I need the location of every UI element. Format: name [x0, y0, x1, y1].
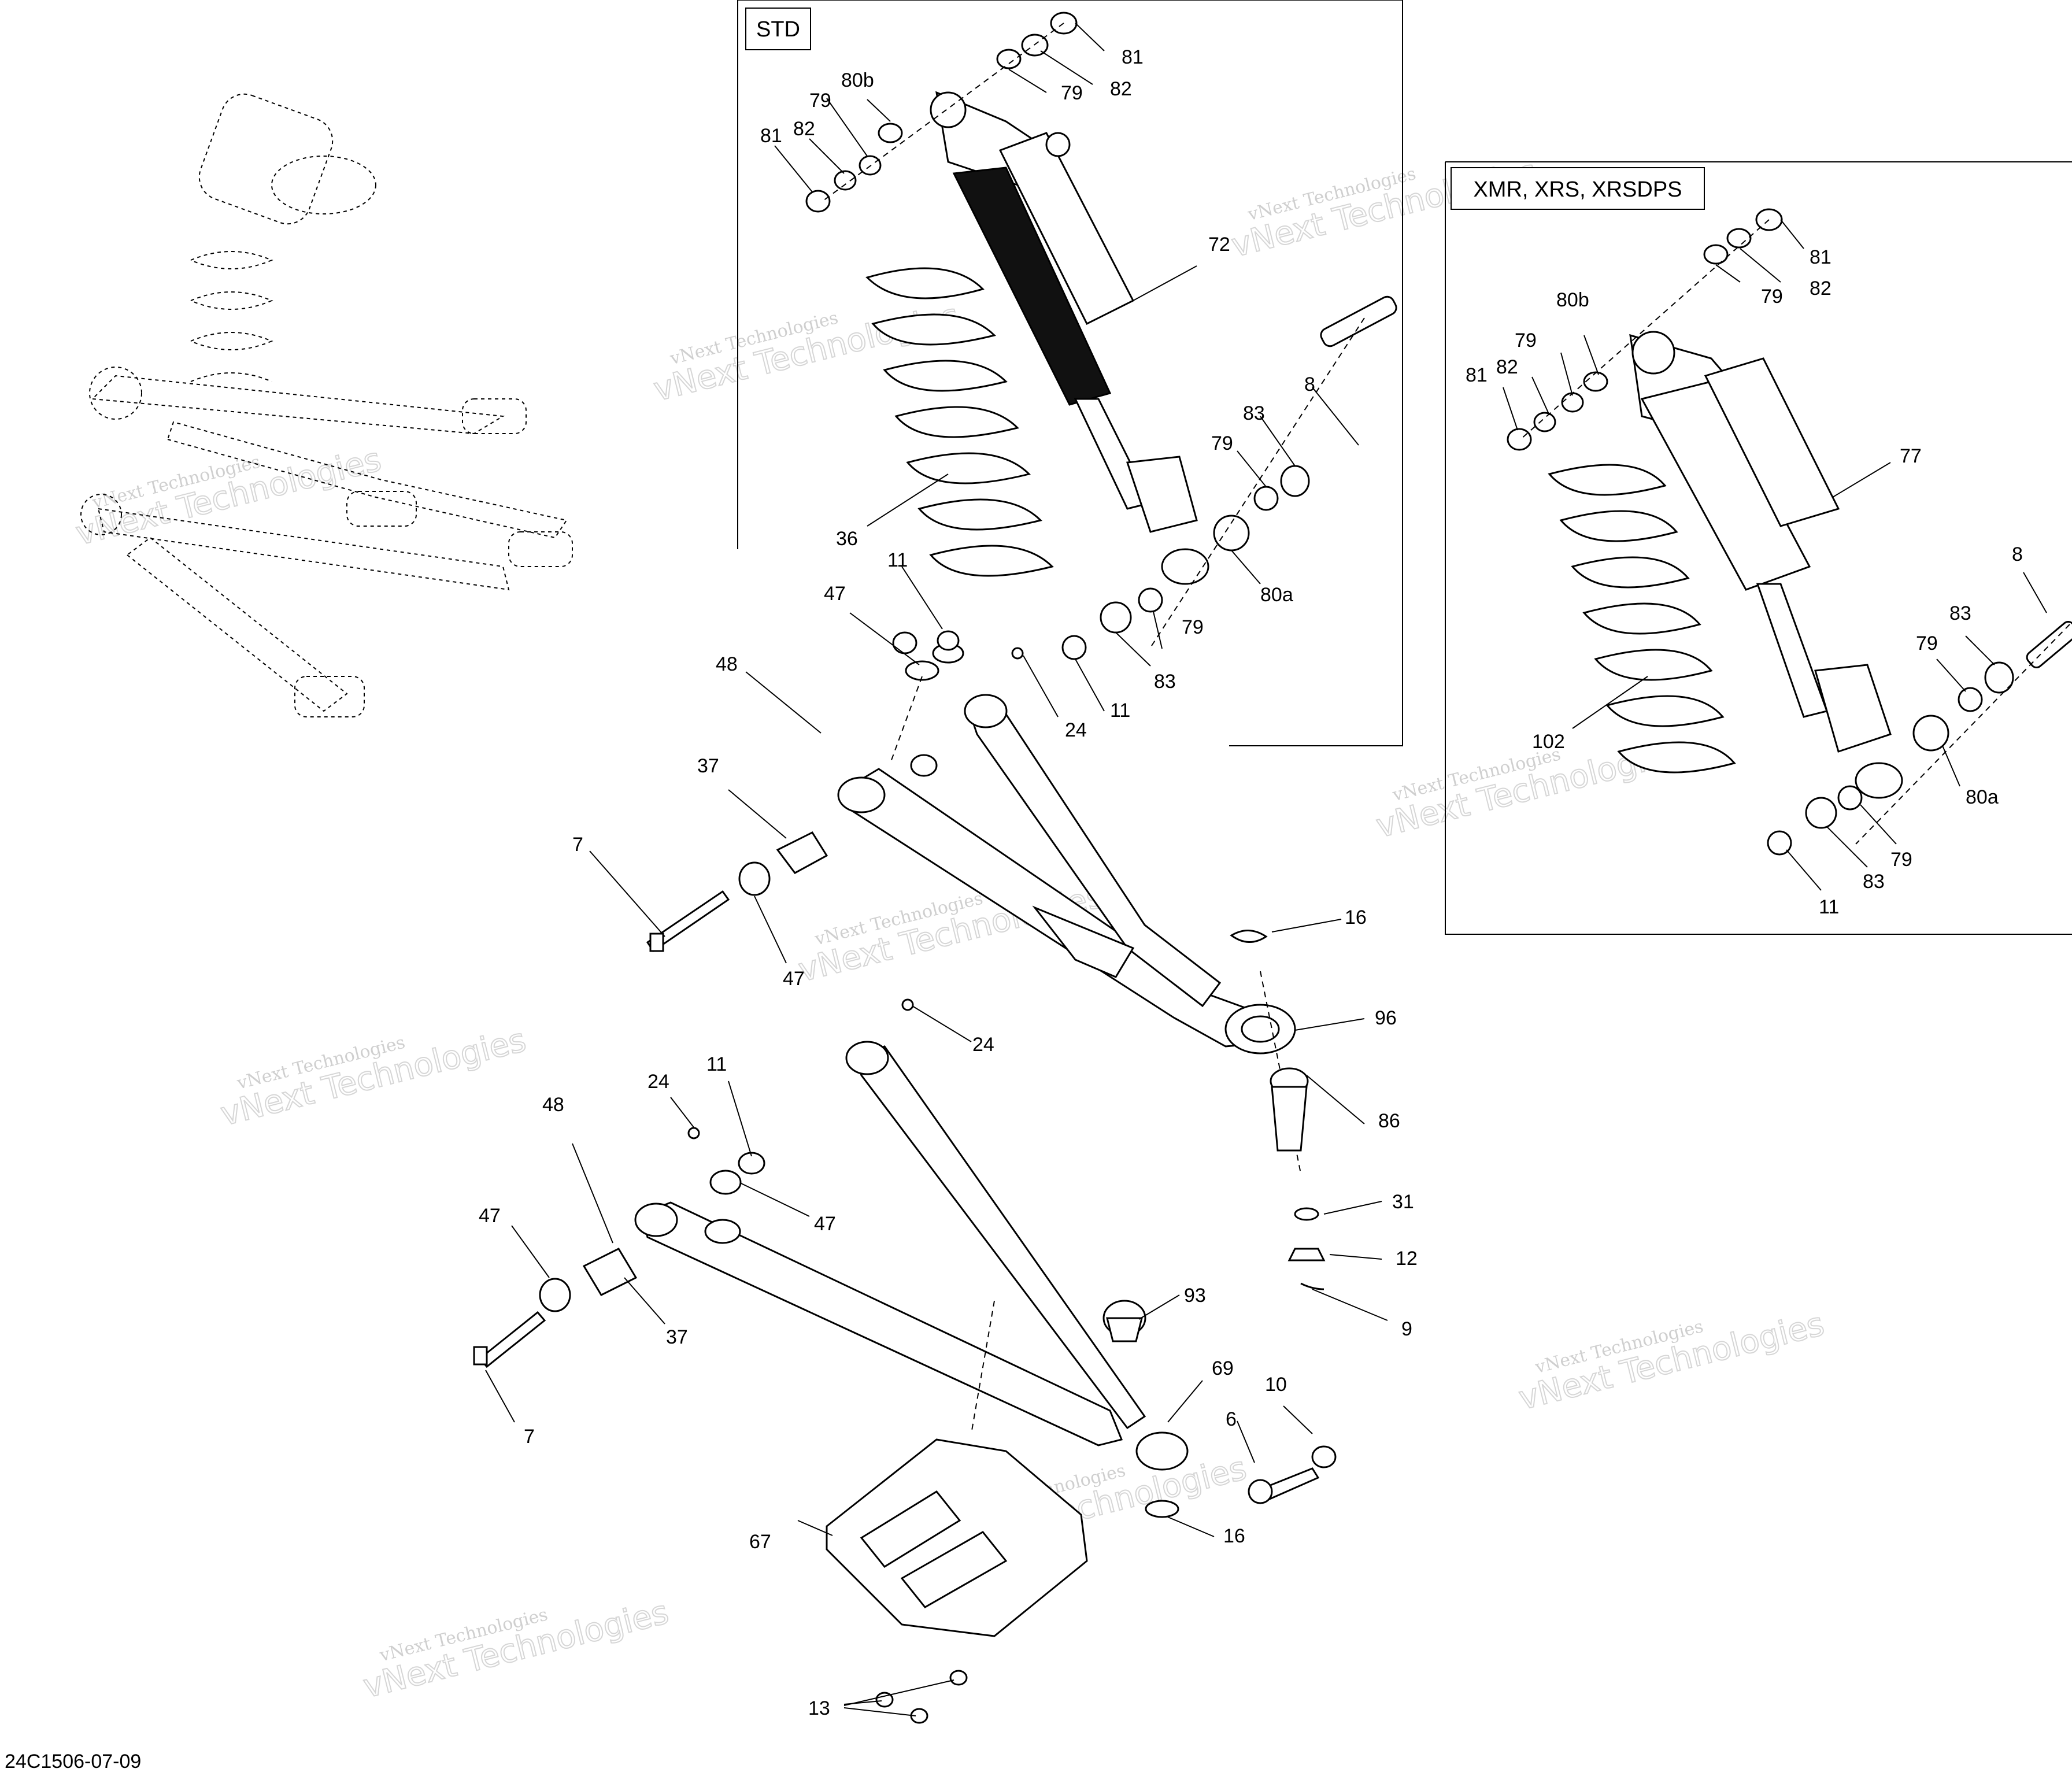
upper-a-arm	[646, 630, 1301, 1174]
callout-16: 16	[1223, 1525, 1245, 1547]
callout-82: 82	[793, 118, 815, 140]
ball-joint-stack	[1270, 1067, 1326, 1290]
callout-81: 81	[1810, 246, 1832, 268]
callout-82: 82	[1110, 78, 1132, 100]
callout-11: 11	[887, 549, 908, 571]
callout-77: 77	[1900, 445, 1922, 467]
callout-82: 82	[1496, 356, 1518, 378]
callout-79: 79	[1515, 330, 1537, 352]
callout-47: 47	[783, 968, 805, 990]
std-callouts: 81 82 79 80b 79 82 81 72 8 83 79 36 80a …	[760, 46, 1315, 722]
callout-79: 79	[809, 90, 831, 112]
callout-79: 79	[1890, 849, 1912, 871]
callout-47: 47	[824, 583, 846, 605]
callout-81: 81	[1466, 364, 1488, 386]
callout-82: 82	[1810, 278, 1832, 299]
callout-102: 102	[1532, 731, 1565, 753]
std-label: STD	[756, 17, 800, 42]
xmr-frame: XMR, XRS, XRSDPS	[1445, 161, 2072, 935]
callout-83: 83	[1243, 402, 1265, 424]
callout-79: 79	[1061, 82, 1083, 104]
callout-24: 24	[648, 1071, 669, 1093]
std-label-box	[745, 8, 811, 50]
lower-a-arm	[473, 998, 1337, 1518]
leader-lines	[485, 23, 2047, 1716]
skid-plate	[826, 1438, 1088, 1724]
callout-16: 16	[1345, 906, 1367, 928]
callout-10: 10	[1265, 1374, 1287, 1396]
callout-24: 24	[1065, 719, 1087, 741]
callout-67: 67	[749, 1531, 771, 1553]
callout-80a: 80a	[1260, 584, 1293, 606]
callout-11: 11	[1110, 700, 1130, 722]
callout-48: 48	[542, 1094, 564, 1116]
callout-80b: 80b	[1556, 289, 1589, 311]
callout-86: 86	[1378, 1110, 1400, 1132]
callout-79: 79	[1211, 432, 1233, 454]
callout-7: 7	[572, 834, 583, 856]
callout-72: 72	[1208, 234, 1230, 256]
callout-47: 47	[814, 1213, 836, 1235]
callout-80b: 80b	[841, 69, 874, 91]
callout-48: 48	[716, 653, 738, 675]
callout-81: 81	[1122, 46, 1144, 68]
callout-96: 96	[1375, 1007, 1397, 1029]
callout-93: 93	[1184, 1285, 1206, 1307]
callout-13: 13	[808, 1697, 830, 1719]
upper-arm-callouts: 47 24 48 37 7 47 16 96	[572, 583, 1397, 1029]
lower-arm-callouts: 24 24 11 48 47 47 37 7 86 31 12 9 93 69 …	[479, 1034, 1418, 1719]
xmr-label-box	[1451, 167, 1705, 210]
callout-37: 37	[697, 755, 719, 777]
callout-7: 7	[524, 1426, 535, 1448]
callout-11: 11	[706, 1053, 727, 1075]
callout-37: 37	[666, 1326, 688, 1348]
std-frame: STD	[737, 0, 1403, 746]
callout-11: 11	[1819, 896, 1839, 918]
xmr-label: XMR, XRS, XRSDPS	[1473, 177, 1682, 202]
callout-9: 9	[1401, 1318, 1412, 1340]
callout-31: 31	[1392, 1191, 1414, 1213]
callout-79: 79	[1761, 286, 1783, 308]
callout-69: 69	[1212, 1357, 1234, 1379]
callout-8: 8	[1304, 373, 1315, 395]
callout-83: 83	[1863, 871, 1885, 893]
callout-12: 12	[1396, 1248, 1418, 1270]
callout-8: 8	[2012, 543, 2023, 565]
callout-6: 6	[1226, 1408, 1237, 1430]
callout-24: 24	[972, 1034, 994, 1056]
callout-79: 79	[1916, 632, 1938, 654]
callout-36: 36	[836, 528, 858, 550]
diagram-id: 24C1506-07-09	[5, 1751, 141, 1773]
xmr-shock-assembly	[1507, 208, 2072, 856]
xmr-callouts: 81 82 79 80b 79 82 81 77 8 83 79 102 80a…	[1466, 246, 2023, 918]
callout-83: 83	[1949, 602, 1971, 624]
callout-83: 83	[1154, 671, 1176, 693]
callout-47: 47	[479, 1205, 501, 1227]
callout-79: 79	[1182, 616, 1204, 638]
callout-80a: 80a	[1966, 786, 1999, 808]
callout-81: 81	[760, 125, 782, 147]
overview-assembly	[80, 93, 573, 717]
std-shock-assembly	[805, 12, 1397, 660]
